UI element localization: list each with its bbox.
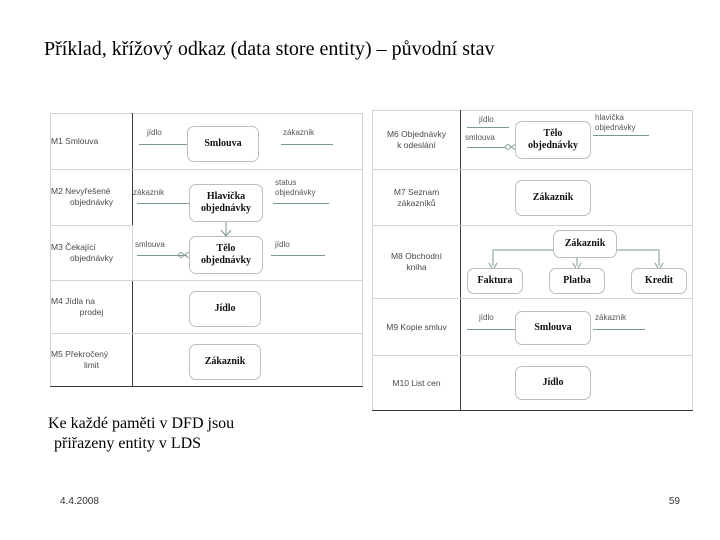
- lds-diagram-m9: jídlo zákaznik Smlouva: [460, 298, 693, 356]
- entity-hlavicka-objednavky: Hlavička objednávky: [189, 184, 263, 222]
- slide-note-line1: Ke každé paměti v DFD jsou: [48, 415, 235, 432]
- entity-platba: Platba: [549, 268, 605, 294]
- connector-line-telo-right: [271, 255, 325, 256]
- lds-diagram-m7: Zákaznik: [460, 169, 693, 226]
- footer-date: 4.4.2008: [60, 496, 99, 507]
- lds-diagram-m6: jídlo smlouva hlavička objednávky Tělo o…: [460, 110, 693, 170]
- link-label-jidlo: jídlo: [275, 240, 290, 249]
- table-row: M9 Kopie smluv jídlo zákaznik Smlouva: [372, 298, 693, 356]
- connector-line-hlavicka: [593, 135, 649, 136]
- link-label-jidlo: jídlo: [479, 313, 494, 322]
- table-row: M7 Seznam zákazníků Zákaznik: [372, 169, 693, 226]
- connector-line-right: [593, 329, 645, 330]
- table-row: M1 Smlouva jídlo zákaznik Smlouva: [50, 113, 363, 170]
- right-datastore-table: M6 Objednávky k odeslání jídlo smlouva h…: [372, 110, 693, 411]
- slide-note: Ke každé paměti v DFD jsou přiřazeny ent…: [48, 414, 368, 454]
- entity-faktura: Faktura: [467, 268, 523, 294]
- page-title: Příklad, křížový odkaz (data store entit…: [44, 38, 495, 60]
- connector-line-left: [139, 144, 187, 145]
- datastore-label-m1: M1 Smlouva: [50, 113, 133, 170]
- connector-crowsfoot-vertical: [220, 222, 232, 237]
- table-row: M8 Obchodní kniha: [372, 225, 693, 299]
- entity-jidlo: Jídlo: [189, 291, 261, 327]
- entity-smlouva: Smlouva: [515, 311, 591, 345]
- entity-zakaznik: Zákaznik: [189, 344, 261, 380]
- entity-zakaznik: Zákaznik: [553, 230, 617, 258]
- connector-line-right: [281, 144, 333, 145]
- datastore-label-m2: M2 Nevyřešené objednávky: [50, 169, 133, 226]
- slide-note-line2: přiřazeny entity v LDS: [54, 435, 202, 452]
- link-label-zakaznik: zákaznik: [133, 188, 165, 197]
- lds-diagram-m5: Zákaznik: [132, 333, 363, 387]
- link-label-zakaznik: zákaznik: [595, 313, 627, 322]
- datastore-label-m8: M8 Obchodní kniha: [372, 225, 461, 299]
- connector-line-hlavicka-left: [137, 203, 189, 204]
- link-label-status-objednavky: status objednávky: [275, 178, 316, 197]
- table-row: M5 Překročený limit Zákaznik: [50, 333, 363, 387]
- lds-diagram-m4: Jídlo: [132, 280, 363, 334]
- datastore-label-m4: M4 Jídla na prodej: [50, 280, 133, 334]
- footer-page-number: 59: [668, 496, 680, 507]
- connector-crowsfoot-smlouva: [178, 251, 190, 259]
- left-datastore-table: M1 Smlouva jídlo zákaznik Smlouva M2 Nev…: [50, 113, 363, 387]
- entity-smlouva: Smlouva: [187, 126, 259, 162]
- connector-line-hlavicka-right: [273, 203, 329, 204]
- table-row: M10 List cen Jídlo: [372, 355, 693, 411]
- entity-jidlo: Jídlo: [515, 366, 591, 400]
- link-label-hlavicka-objednavky: hlavička objednávky: [595, 113, 636, 132]
- lds-diagram-m1: jídlo zákaznik Smlouva: [132, 113, 363, 170]
- lds-diagram-m2-m3: zákaznik status objednávky Hlavička obje…: [132, 169, 363, 281]
- datastore-label-m9: M9 Kopie smluv: [372, 298, 461, 356]
- connector-line-smlouva: [467, 147, 505, 148]
- lds-diagram-m10: Jídlo: [460, 355, 693, 411]
- datastore-label-m6: M6 Objednávky k odeslání: [372, 110, 461, 170]
- connector-line-jidlo: [467, 127, 509, 128]
- link-label-jidlo: jídlo: [147, 128, 162, 137]
- link-label-zakaznik: zákaznik: [283, 128, 315, 137]
- table-row: M6 Objednávky k odeslání jídlo smlouva h…: [372, 110, 693, 170]
- entity-telo-objednavky: Tělo objednávky: [515, 121, 591, 159]
- lds-diagram-m8: Zákaznik Faktura Platba Kredit: [460, 225, 693, 299]
- connector-line-left: [467, 329, 515, 330]
- link-label-jidlo: jídlo: [479, 115, 494, 124]
- link-label-smlouva: smlouva: [135, 240, 165, 249]
- entity-telo-objednavky: Tělo objednávky: [189, 236, 263, 274]
- entity-kredit: Kredit: [631, 268, 687, 294]
- table-row: M4 Jídla na prodej Jídlo: [50, 280, 363, 334]
- connector-line-telo-left: [137, 255, 187, 256]
- datastore-label-m3: M3 Čekající objednávky: [50, 225, 133, 281]
- datastore-label-m7: M7 Seznam zákazníků: [372, 169, 461, 226]
- table-row: M2 Nevyřešené objednávky zákaznik status…: [50, 169, 363, 281]
- datastore-label-m10: M10 List cen: [372, 355, 461, 411]
- table-row: M3 Čekající objednávky: [50, 225, 363, 281]
- datastore-label-m5: M5 Překročený limit: [50, 333, 133, 387]
- link-label-smlouva: smlouva: [465, 133, 495, 142]
- entity-zakaznik: Zákaznik: [515, 180, 591, 216]
